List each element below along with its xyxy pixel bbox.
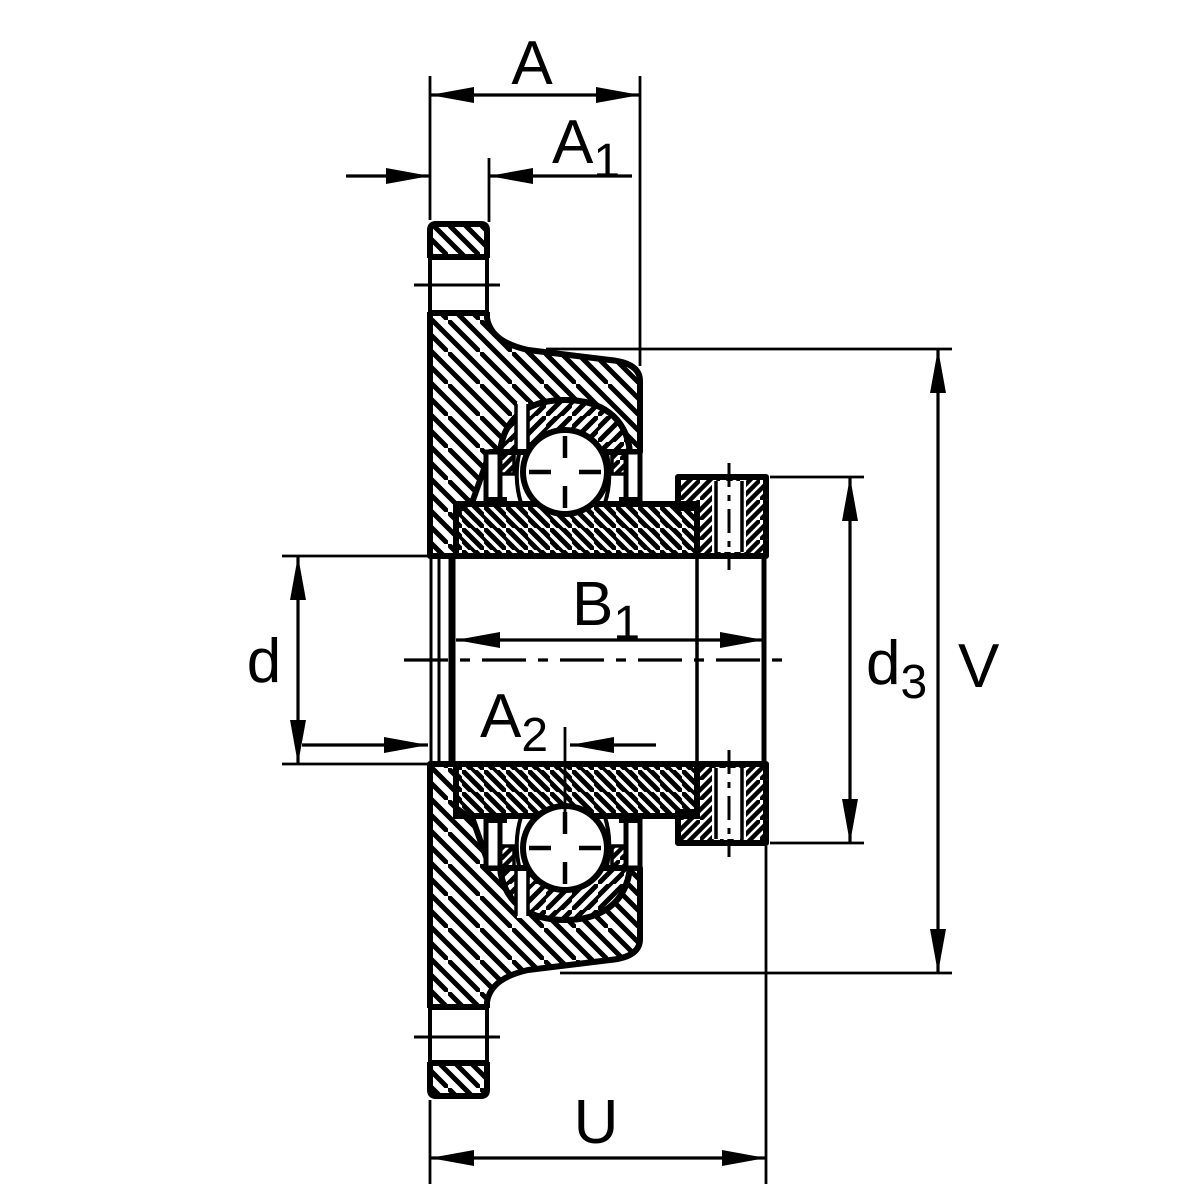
dim-label-A1: A1 — [552, 108, 620, 188]
seal-right — [603, 449, 643, 507]
housing-cross-section — [414, 221, 643, 1099]
seal-carrier — [483, 813, 503, 871]
dim-label-d: d — [247, 627, 281, 696]
seal-element — [610, 844, 628, 870]
seal-foot — [619, 497, 641, 506]
arrowhead — [489, 168, 533, 184]
seal-lip — [514, 449, 523, 504]
seal-carrier — [623, 449, 643, 507]
ball-center-mark — [529, 812, 601, 884]
dim-label-A2: A2 — [480, 682, 548, 762]
arrowhead — [430, 1150, 474, 1166]
seal-lip — [514, 816, 523, 871]
dim-label-U: U — [574, 1088, 619, 1157]
arrowhead — [842, 477, 858, 521]
bearing-insert-top — [453, 397, 769, 570]
dim-label-d3: d3 — [866, 629, 927, 709]
arrowhead — [596, 87, 640, 103]
dimension-A1: A1 — [346, 108, 632, 222]
seal-foot — [619, 814, 641, 823]
arrowhead — [720, 632, 764, 648]
bolt-hole-void — [426, 1008, 492, 1062]
seal-element — [610, 450, 628, 476]
dim-label-B1: B1 — [572, 570, 640, 650]
dimension-A: A — [428, 29, 642, 366]
arrowhead — [930, 929, 946, 973]
seal-foot — [485, 814, 507, 823]
seal-element — [498, 844, 516, 870]
lube-hole — [517, 871, 528, 918]
arrowhead — [290, 556, 306, 600]
outer-ring — [497, 397, 633, 455]
arrowhead — [456, 632, 500, 648]
seal-left — [483, 813, 523, 871]
arrowhead — [430, 87, 474, 103]
seal-carrier — [483, 449, 503, 507]
seal-foot — [485, 497, 507, 506]
bearing-insert-bottom — [453, 750, 769, 923]
ball-center-mark — [529, 436, 601, 508]
lube-hole — [517, 402, 528, 449]
ball — [520, 427, 610, 517]
flange-bolt-hole-bottom — [414, 1004, 500, 1066]
dimension-A2: A2 — [302, 682, 656, 813]
arrowhead — [722, 1150, 766, 1166]
seal-left — [483, 449, 523, 507]
seal-element — [498, 450, 516, 476]
dimension-d3: d3 — [770, 475, 927, 845]
dimension-U: U — [428, 846, 768, 1184]
arrowhead — [386, 168, 430, 184]
arrowhead — [570, 737, 614, 753]
flange-bolt-hole-top — [414, 254, 500, 316]
dimension-d: d — [247, 554, 428, 766]
seal-right — [603, 813, 643, 871]
dimension-B1: B1 — [456, 570, 764, 650]
arrowhead — [384, 737, 428, 753]
arrowhead — [930, 349, 946, 393]
arrowhead — [842, 799, 858, 843]
dimension-V: V — [546, 347, 1000, 975]
seal-carrier — [623, 813, 643, 871]
outer-ring — [497, 865, 633, 923]
arrowhead — [290, 720, 306, 764]
dim-label-V: V — [958, 632, 1000, 701]
dim-label-A: A — [511, 29, 553, 98]
